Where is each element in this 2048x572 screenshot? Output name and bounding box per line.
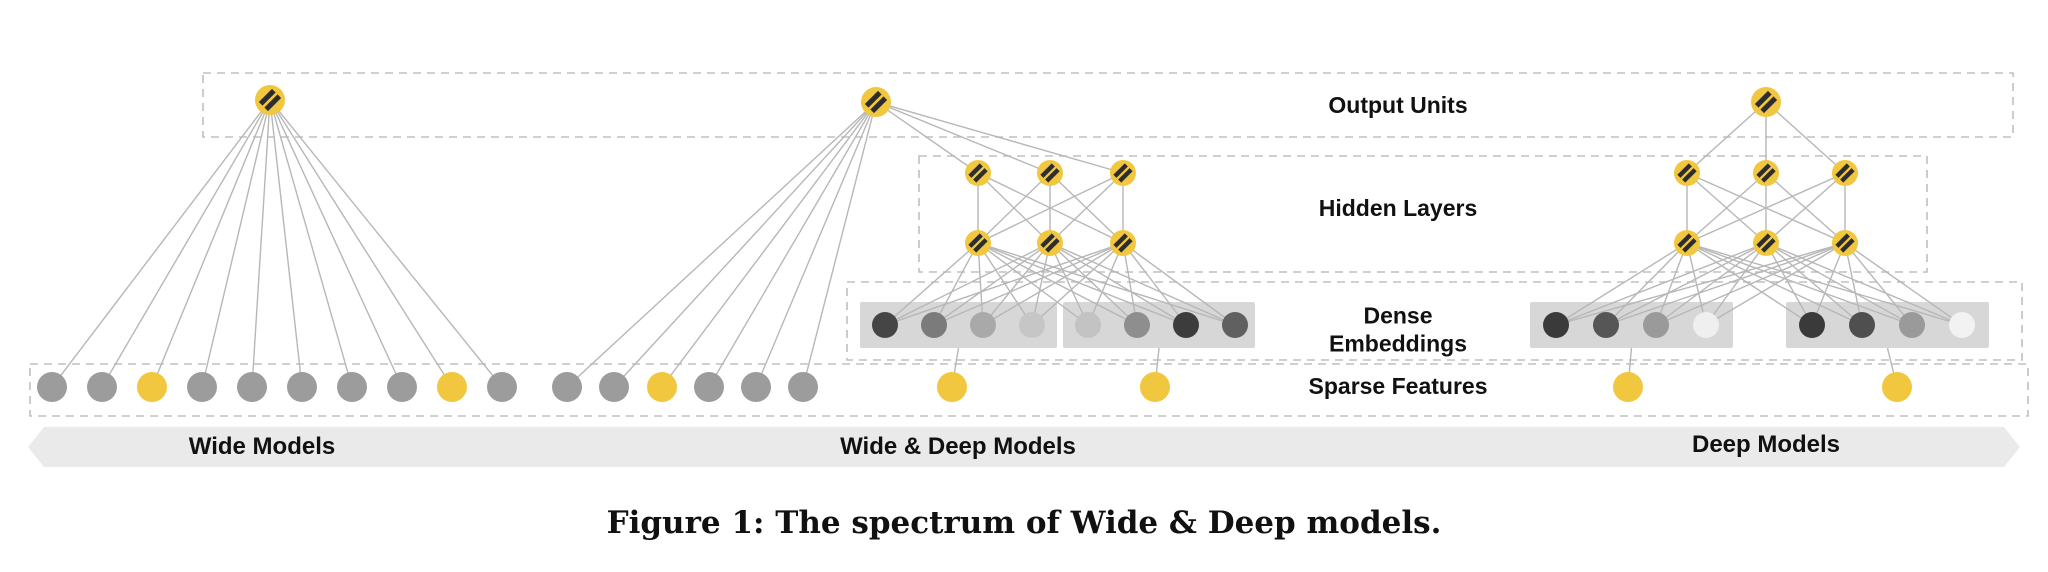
row-label-sparse-features: Sparse Features: [1308, 373, 1488, 400]
embedding-node: [921, 312, 947, 338]
embedding-node: [970, 312, 996, 338]
hidden-unit-node: [1674, 160, 1700, 186]
sparse-feature-node: [1882, 372, 1912, 402]
hidden-layers-box: [918, 155, 1928, 273]
sparse-feature-node: [37, 372, 67, 402]
output-units-box: [202, 72, 2014, 138]
embedding-node: [1693, 312, 1719, 338]
hidden-unit-node: [965, 230, 991, 256]
sparse-feature-node: [87, 372, 117, 402]
dashed-boxes: [29, 72, 2029, 417]
embedding-node: [1899, 312, 1925, 338]
embedding-node: [1124, 312, 1150, 338]
sparse-feature-node: [237, 372, 267, 402]
band-label-wide-and-deep-models: Wide & Deep Models: [840, 433, 1076, 460]
sparse-feature-node: [137, 372, 167, 402]
hidden-unit-node: [1037, 160, 1063, 186]
nodes: [37, 85, 1975, 402]
hidden-unit-node: [1674, 230, 1700, 256]
row-label-hidden-layers: Hidden Layers: [1318, 195, 1478, 222]
embedding-node: [1593, 312, 1619, 338]
embedding-node: [1849, 312, 1875, 338]
band-label-wide-models: Wide Models: [188, 433, 336, 460]
sparse-feature-node: [387, 372, 417, 402]
hidden-unit-node: [965, 160, 991, 186]
embedding-node: [1799, 312, 1825, 338]
sparse-feature-node: [487, 372, 517, 402]
band-label-deep-models: Deep Models: [1691, 431, 1841, 458]
model-spectrum-band: [28, 427, 2020, 467]
sparse-feature-node: [337, 372, 367, 402]
dense-embeddings-box: [846, 281, 2023, 361]
sparse-features-box: [29, 363, 2029, 417]
sparse-feature-node: [788, 372, 818, 402]
hidden-unit-node: [1110, 160, 1136, 186]
hidden-unit-node: [1832, 230, 1858, 256]
hidden-unit-node: [1037, 230, 1063, 256]
sparse-feature-node: [187, 372, 217, 402]
sparse-feature-node: [552, 372, 582, 402]
row-label-output-units: Output Units: [1328, 92, 1468, 119]
hidden-unit-node: [1753, 230, 1779, 256]
sparse-feature-node: [287, 372, 317, 402]
wide-deep-output-node: [861, 87, 891, 117]
embedding-box: [1063, 302, 1255, 348]
embedding-node: [1019, 312, 1045, 338]
sparse-feature-node: [599, 372, 629, 402]
row-label-dense-embeddings: Dense Embeddings: [1328, 302, 1467, 356]
figure-caption: Figure 1: The spectrum of Wide & Deep mo…: [606, 505, 1442, 541]
embedding-node: [1222, 312, 1248, 338]
sparse-feature-node: [1613, 372, 1643, 402]
sparse-feature-node: [694, 372, 724, 402]
sparse-feature-node: [937, 372, 967, 402]
hidden-unit-node: [1110, 230, 1136, 256]
sparse-feature-node: [741, 372, 771, 402]
embedding-node: [1075, 312, 1101, 338]
hidden-unit-node: [1753, 160, 1779, 186]
embedding-node: [1949, 312, 1975, 338]
embedding-node: [1643, 312, 1669, 338]
embedding-node: [1173, 312, 1199, 338]
sparse-feature-node: [647, 372, 677, 402]
sparse-feature-node: [1140, 372, 1170, 402]
deep-output-node: [1751, 87, 1781, 117]
sparse-feature-node: [437, 372, 467, 402]
wide-output-node: [255, 85, 285, 115]
embedding-node: [872, 312, 898, 338]
embedding-node: [1543, 312, 1569, 338]
hidden-unit-node: [1832, 160, 1858, 186]
